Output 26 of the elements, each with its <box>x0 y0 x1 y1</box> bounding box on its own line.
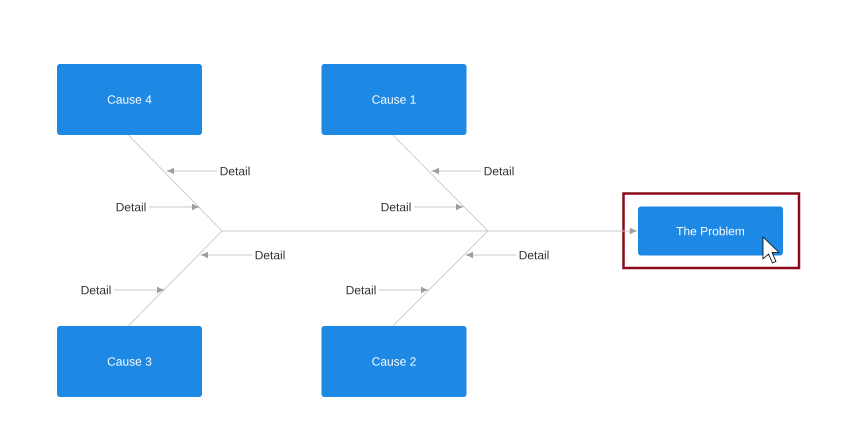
arrow <box>148 204 199 210</box>
cause-box: Cause 4 <box>57 64 202 135</box>
detail-label: Detail <box>256 250 285 260</box>
spine-arrow <box>222 228 637 234</box>
cause-box: Cause 2 <box>322 326 466 397</box>
bone-line <box>128 134 222 232</box>
problem-box: The Problem <box>638 206 783 256</box>
arrow <box>432 168 482 174</box>
detail-label: Detail <box>520 250 549 260</box>
arrow <box>414 204 463 210</box>
arrow <box>466 252 516 258</box>
bone-line <box>392 134 488 232</box>
detail-label: Detail <box>346 286 376 294</box>
detail-label: Detail <box>82 286 111 294</box>
arrow <box>114 286 164 294</box>
bone-line <box>128 230 222 326</box>
arrow <box>378 286 428 294</box>
detail-label: Detail <box>484 166 514 176</box>
detail-label: Detail <box>116 202 146 212</box>
detail-label: Detail <box>382 202 411 212</box>
detail-label: Detail <box>220 166 250 176</box>
arrow <box>167 168 218 174</box>
cause-box: Cause 1 <box>322 64 466 135</box>
bone-line <box>392 230 488 326</box>
cause-box: Cause 3 <box>57 326 202 397</box>
arrow <box>201 252 252 258</box>
